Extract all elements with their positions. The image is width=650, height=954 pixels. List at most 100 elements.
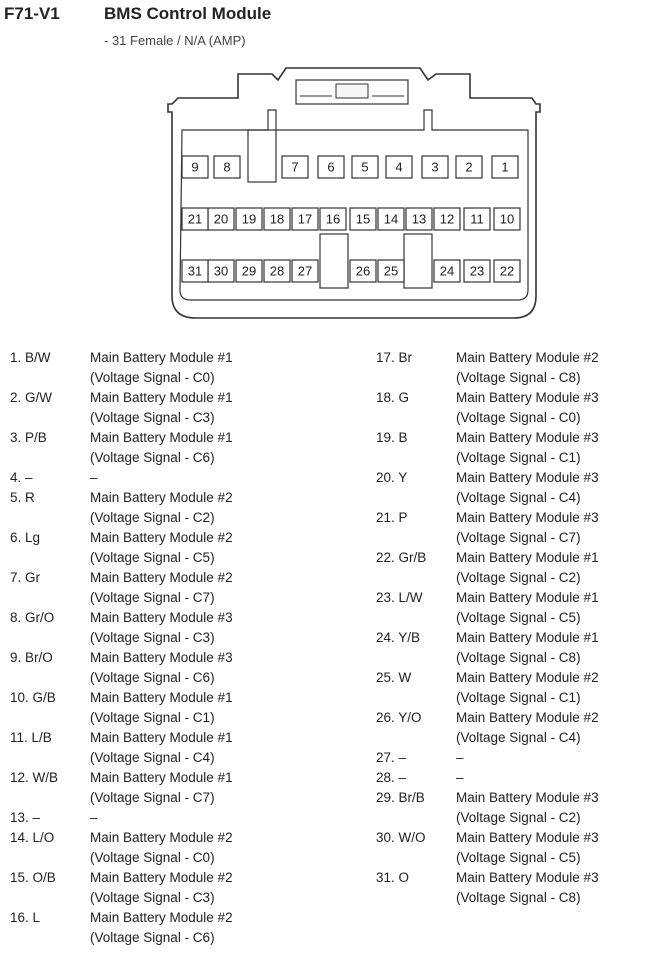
pin-description: Main Battery Module #2 (Voltage Signal -… xyxy=(90,910,233,945)
pin-cavity-3 xyxy=(421,155,449,179)
pin-number-31: 31 xyxy=(188,264,202,279)
pin-wire-label: 22. Gr/B xyxy=(376,550,427,565)
pin-number-1: 1 xyxy=(501,160,508,175)
pin-description: Main Battery Module #2 (Voltage Signal -… xyxy=(90,530,233,565)
pin-description: Main Battery Module #1 (Voltage Signal -… xyxy=(90,730,233,765)
pin-number-15: 15 xyxy=(356,212,370,227)
connector-subtitle: - 31 Female / N/A (AMP) xyxy=(104,33,246,48)
pin-cavity-7 xyxy=(281,155,309,179)
pin-description: – xyxy=(90,470,98,485)
pin-wire-label: 5. R xyxy=(10,490,35,505)
pin-number-8: 8 xyxy=(223,160,230,175)
pin-wire-label: 7. Gr xyxy=(10,570,41,585)
pin-wire-label: 2. G/W xyxy=(10,390,53,405)
pin-cavity-8 xyxy=(213,155,241,179)
pin-wire-label: 24. Y/B xyxy=(376,630,421,645)
pin-wire-label: 10. G/B xyxy=(10,690,56,705)
pin-number-14: 14 xyxy=(384,212,398,227)
pin-cavity-13 xyxy=(405,207,433,231)
pin-cavity-10 xyxy=(493,207,521,231)
pin-entry: 19. B Main Battery Module #3 (Voltage Sig… xyxy=(376,428,599,468)
pin-number-18: 18 xyxy=(270,212,284,227)
pin-cavity-28 xyxy=(263,259,291,283)
pin-wire-label: 14. L/O xyxy=(10,830,55,845)
pin-number-11: 11 xyxy=(470,212,484,227)
pin-description: Main Battery Module #3 (Voltage Signal -… xyxy=(456,470,599,505)
pin-description: Main Battery Module #2 (Voltage Signal -… xyxy=(90,830,233,865)
pin-number-19: 19 xyxy=(242,212,256,227)
connector-key-slot xyxy=(247,129,277,183)
connector-inner-outline xyxy=(179,109,529,301)
pin-cavity-9 xyxy=(181,155,209,179)
pin-cavity-26 xyxy=(349,259,377,283)
pin-wire-label: 28. – xyxy=(376,770,407,785)
pin-description: Main Battery Module #3 (Voltage Signal -… xyxy=(456,790,599,825)
pin-description: Main Battery Module #3 (Voltage Signal -… xyxy=(456,390,599,425)
pin-number-22: 22 xyxy=(500,264,514,279)
pin-entry: 2. G/W Main Battery Module #1 (Voltage Si… xyxy=(10,388,233,428)
pin-cavity-15 xyxy=(349,207,377,231)
pin-number-6: 6 xyxy=(327,160,334,175)
pin-wire-label: 11. L/B xyxy=(10,730,52,745)
connector-title: BMS Control Module xyxy=(104,4,272,23)
pin-cavity-17 xyxy=(291,207,319,231)
pin-wire-label: 16. L xyxy=(10,910,41,925)
pin-description: Main Battery Module #2 (Voltage Signal -… xyxy=(90,570,233,605)
pin-wire-label: 27. – xyxy=(376,750,407,765)
pin-number-29: 29 xyxy=(242,264,256,279)
pin-description: – xyxy=(456,770,464,785)
pin-number-10: 10 xyxy=(500,212,514,227)
pin-number-2: 2 xyxy=(465,160,472,175)
pin-description: Main Battery Module #1 (Voltage Signal -… xyxy=(456,590,599,625)
pin-number-21: 21 xyxy=(188,212,202,227)
pin-description: Main Battery Module #1 (Voltage Signal -… xyxy=(90,770,233,805)
pin-entry: 27. –– xyxy=(376,748,599,768)
pin-entry: 20. Y Main Battery Module #3 (Voltage Sig… xyxy=(376,468,599,508)
pin-description: Main Battery Module #1 (Voltage Signal -… xyxy=(90,350,233,385)
pin-wire-label: 1. B/W xyxy=(10,350,51,365)
pin-description: Main Battery Module #1 (Voltage Signal -… xyxy=(90,390,233,425)
pin-cavity-4 xyxy=(385,155,413,179)
pin-number-12: 12 xyxy=(440,212,454,227)
pin-wire-label: 20. Y xyxy=(376,470,408,485)
pin-description: Main Battery Module #1 (Voltage Signal -… xyxy=(90,430,233,465)
pin-entry: 16. L Main Battery Module #2 (Voltage Sig… xyxy=(10,908,233,948)
pin-cavity-24 xyxy=(433,259,461,283)
pin-entry: 11. L/B Main Battery Module #1 (Voltage S… xyxy=(10,728,233,768)
pin-entry: 13. –– xyxy=(10,808,233,828)
pin-entry: 28. – – xyxy=(376,768,599,788)
pin-entry: 1. B/W Main Battery Module #1 (Voltage Si… xyxy=(10,348,233,388)
connector-latch-tab xyxy=(335,83,369,99)
pin-number-17: 17 xyxy=(298,212,312,227)
pin-description: Main Battery Module #3 (Voltage Signal -… xyxy=(456,430,599,465)
pin-cavity-23 xyxy=(463,259,491,283)
pin-wire-label: 17. Br xyxy=(376,350,413,365)
pin-description: – xyxy=(90,810,98,825)
connector-bottom-key-left xyxy=(319,233,349,289)
pin-cavity-18 xyxy=(263,207,291,231)
pin-cavity-2 xyxy=(455,155,483,179)
pin-number-24: 24 xyxy=(440,264,454,279)
connector-code: F71-V1 xyxy=(4,4,60,23)
pin-number-30: 30 xyxy=(214,264,228,279)
pin-list-left: 1. B/W Main Battery Module #1 (Voltage Si… xyxy=(10,348,233,948)
pin-number-23: 23 xyxy=(470,264,484,279)
pin-entry: 5. R Main Battery Module #2 (Voltage Sign… xyxy=(10,488,233,528)
pin-description: Main Battery Module #2 (Voltage Signal -… xyxy=(90,490,233,525)
pin-wire-label: 31. O xyxy=(376,870,410,885)
pin-description: Main Battery Module #1 (Voltage Signal -… xyxy=(90,690,233,725)
connector-latch xyxy=(295,79,409,105)
pin-number-28: 28 xyxy=(270,264,284,279)
pin-cavity-16 xyxy=(319,207,347,231)
pin-wire-label: 19. B xyxy=(376,430,408,445)
pin-wire-label: 23. L/W xyxy=(376,590,423,605)
